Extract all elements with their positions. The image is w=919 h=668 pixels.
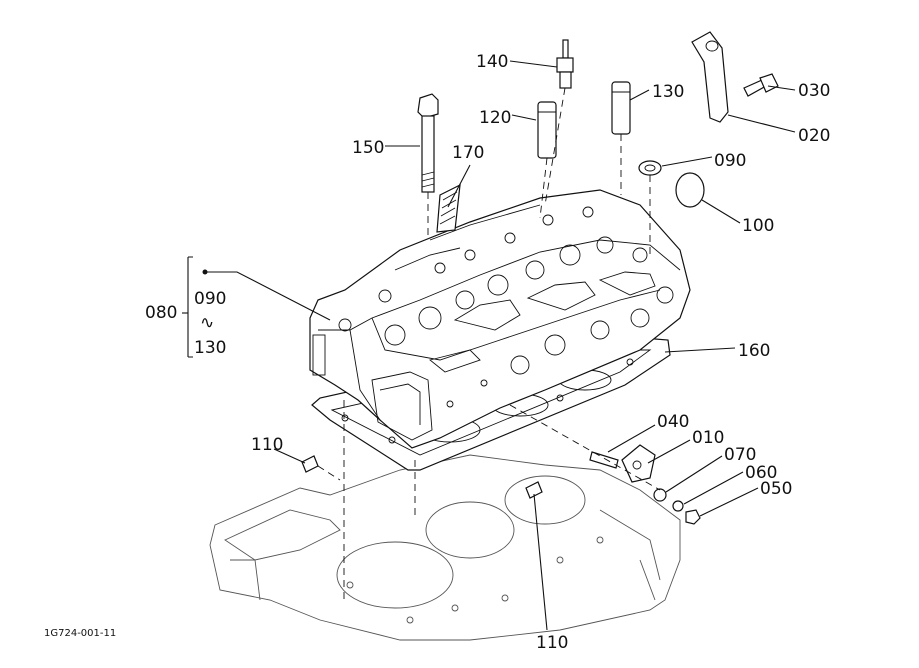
washer-070: [653, 488, 667, 502]
callout-130: 130: [652, 82, 684, 102]
callout-020: 020: [798, 126, 830, 146]
callout-110-left: 110: [251, 435, 283, 455]
nut-050: [685, 509, 701, 525]
range-bracket: [182, 256, 193, 358]
callout-140: 140: [476, 52, 508, 72]
glow-plug-part: [556, 39, 574, 89]
washer-060: [672, 500, 684, 512]
callout-110-bottom: 110: [536, 633, 568, 653]
valve-guide-130: [611, 81, 631, 135]
callout-070: 070: [724, 445, 756, 465]
callout-060: 060: [745, 463, 777, 483]
callout-labels: 140 130 120 030 020 150 170 090 100 080 …: [44, 52, 830, 653]
callout-090: 090: [714, 151, 746, 171]
plug-170: [436, 183, 461, 233]
seal-090: [638, 160, 662, 176]
plate-010: [621, 444, 656, 483]
callout-030: 030: [798, 81, 830, 101]
callout-050: 050: [760, 479, 792, 499]
plug-110-bottom: [525, 481, 543, 499]
cylinder-head: [309, 189, 691, 449]
engine-block: [209, 454, 681, 641]
leader-dot: [202, 269, 208, 275]
range-start-090: 090: [194, 289, 226, 309]
callout-160: 160: [738, 341, 770, 361]
leader-lines: [202, 60, 796, 631]
range-end-130: 130: [194, 338, 226, 358]
figure-code: 1G724-001-11: [44, 628, 116, 639]
callout-170: 170: [452, 143, 484, 163]
callout-080: 080: [145, 303, 177, 323]
hanger-bolt: [743, 73, 779, 97]
callout-100: 100: [742, 216, 774, 236]
head-bolt: [417, 93, 439, 193]
cap-100: [675, 172, 705, 208]
stud-040: [589, 451, 619, 469]
valve-guide-120: [537, 101, 557, 159]
callout-120: 120: [479, 108, 511, 128]
engine-hanger: [691, 31, 729, 123]
plug-110-left: [301, 455, 319, 473]
range-separator: ∿: [200, 313, 214, 333]
callout-010: 010: [692, 428, 724, 448]
callout-040: 040: [657, 412, 689, 432]
callout-150: 150: [352, 138, 384, 158]
